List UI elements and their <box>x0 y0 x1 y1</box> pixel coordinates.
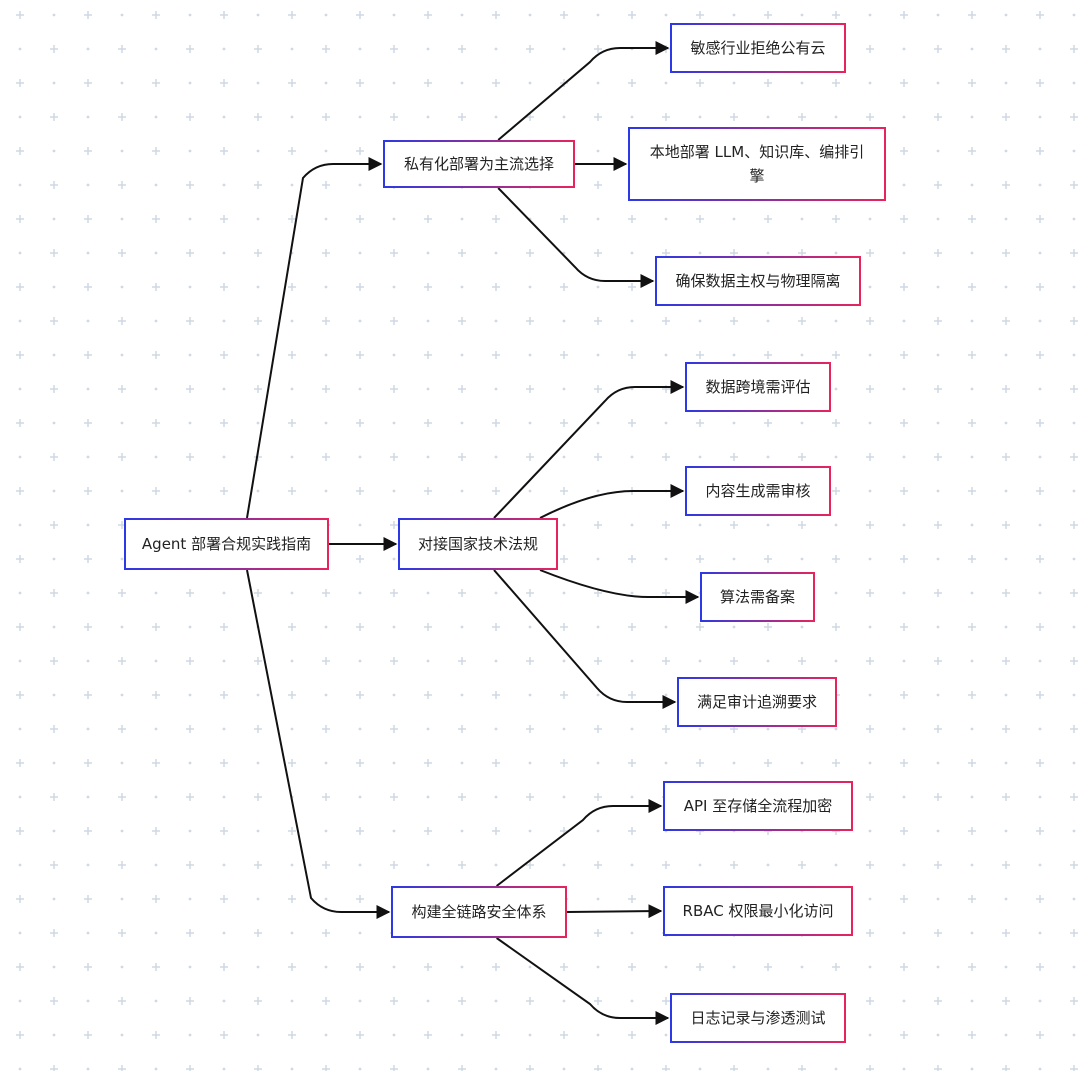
edge-root-node-to-branch-node-private-deployment <box>246 157 383 519</box>
leaf-node-audit-trace[interactable]: 满足审计追溯要求 <box>677 677 837 727</box>
branch-node-security-system[interactable]: 构建全链路安全体系 <box>391 886 567 938</box>
edge-branch-node-private-deployment-to-leaf-node-reject-public-cloud <box>497 41 670 141</box>
leaf-node-rbac[interactable]: RBAC 权限最小化访问 <box>663 886 853 936</box>
leaf-node-local-llm[interactable]: 本地部署 LLM、知识库、编排引擎 <box>628 127 886 201</box>
edge-branch-node-private-deployment-to-leaf-node-data-sovereignty <box>497 187 655 288</box>
branch-node-private-deployment[interactable]: 私有化部署为主流选择 <box>383 140 575 188</box>
root-node[interactable]: Agent 部署合规实践指南 <box>124 518 329 570</box>
edge-branch-node-security-system-to-leaf-node-encryption <box>495 799 663 887</box>
leaf-node-encryption[interactable]: API 至存储全流程加密 <box>663 781 853 831</box>
leaf-node-content-review[interactable]: 内容生成需审核 <box>685 466 831 516</box>
leaf-node-data-sovereignty[interactable]: 确保数据主权与物理隔离 <box>655 256 861 306</box>
leaf-node-algorithm-filing[interactable]: 算法需备案 <box>700 572 815 622</box>
edge-branch-node-security-system-to-leaf-node-logging-pentest <box>496 937 670 1025</box>
edge-branch-node-security-system-to-leaf-node-rbac <box>566 904 663 919</box>
edge-branch-node-national-regulations-to-leaf-node-audit-trace <box>493 569 677 709</box>
branch-node-national-regulations[interactable]: 对接国家技术法规 <box>398 518 558 570</box>
edge-branch-node-national-regulations-to-leaf-node-cross-border-assessment <box>493 380 685 519</box>
leaf-node-cross-border-assessment[interactable]: 数据跨境需评估 <box>685 362 831 412</box>
edge-branch-node-national-regulations-to-leaf-node-content-review <box>539 484 685 519</box>
edge-root-node-to-branch-node-security-system <box>246 569 391 919</box>
leaf-node-logging-pentest[interactable]: 日志记录与渗透测试 <box>670 993 846 1043</box>
leaf-node-reject-public-cloud[interactable]: 敏感行业拒绝公有云 <box>670 23 846 73</box>
edge-branch-node-national-regulations-to-leaf-node-algorithm-filing <box>539 569 700 604</box>
